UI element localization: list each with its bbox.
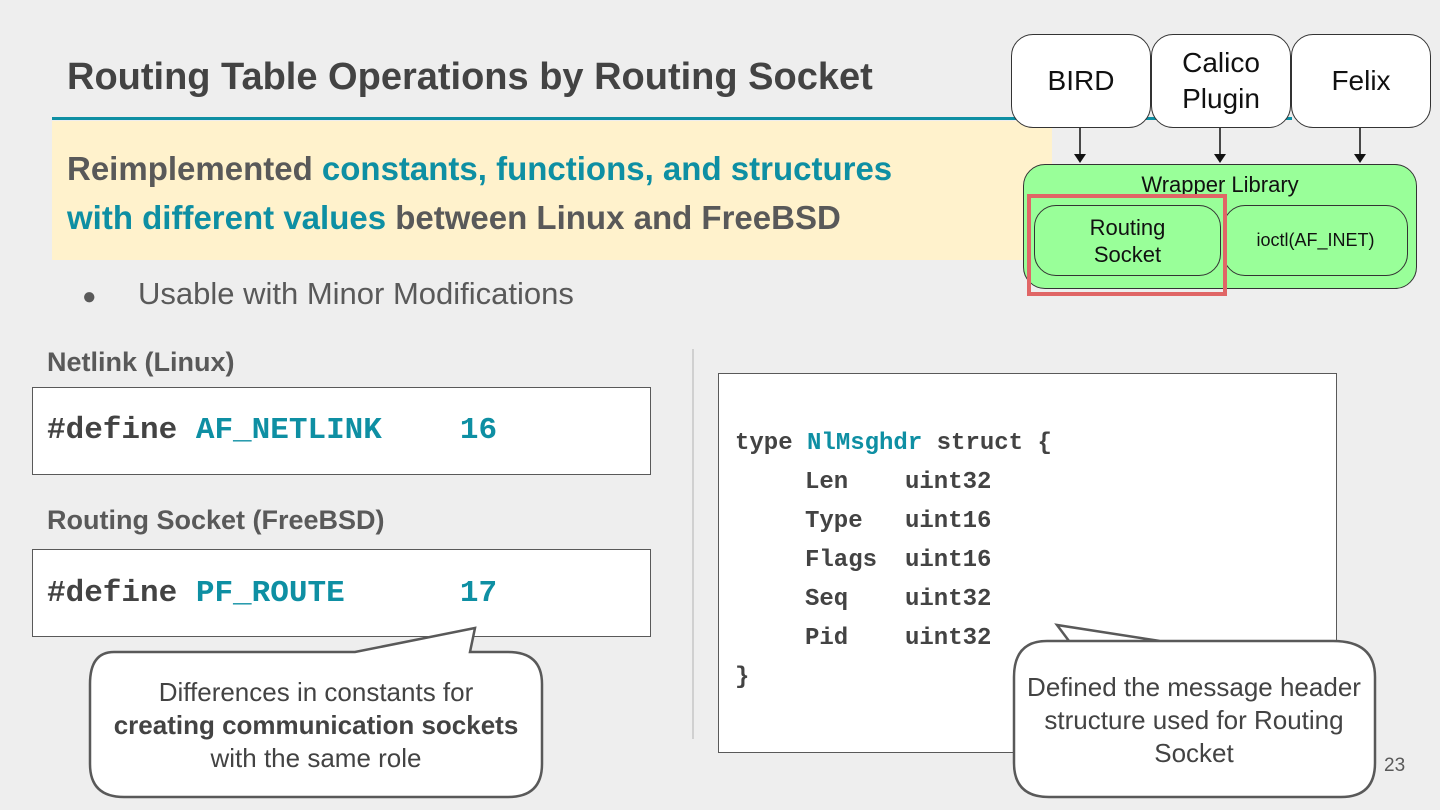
routing-socket-constant: PF_ROUTE	[195, 576, 345, 611]
diagram-routing-socket-label: Routing Socket	[1089, 214, 1166, 267]
diagram-box-felix: Felix	[1291, 34, 1431, 128]
struct-field: Len uint32	[805, 469, 991, 496]
struct-field-type: uint16	[905, 547, 992, 574]
highlight-text: Reimplemented constants, functions, and …	[67, 144, 892, 242]
callout-left-bubble	[88, 626, 544, 799]
struct-keyword-struct: struct {	[936, 430, 1052, 457]
diagram-box-bird: BIRD	[1011, 34, 1151, 128]
routing-socket-code-line: #define PF_ROUTE 17	[47, 576, 497, 611]
diagram-box-calico-plugin: Calico Plugin	[1151, 34, 1291, 128]
callout-left-line1: Differences in constants for	[158, 677, 474, 707]
diagram-arrows	[1074, 126, 1366, 163]
routing-socket-highlight-frame	[1027, 194, 1227, 296]
struct-field-name: Seq	[805, 586, 849, 613]
netlink-code-line: #define AF_NETLINK 16	[47, 413, 497, 448]
highlight-part2: constants, functions, and structures	[321, 150, 893, 187]
wrapper-library-label: Wrapper Library	[1141, 172, 1299, 197]
diagram-ioctl-box: ioctl(AF_INET)	[1223, 205, 1408, 276]
struct-field-name: Len	[805, 469, 849, 496]
bullet-dot-icon: ●	[82, 283, 97, 310]
diagram-routing-socket-box: Routing Socket	[1034, 205, 1221, 276]
highlight-part1: Reimplemented	[67, 150, 322, 187]
highlight-part4: between Linux and FreeBSD	[386, 199, 841, 236]
callout-left-rest: with the same role	[210, 743, 422, 773]
netlink-value: 16	[459, 413, 498, 448]
routing-socket-code-box: #define PF_ROUTE 17	[32, 549, 651, 637]
struct-field-type: uint32	[905, 586, 992, 613]
slide-title: Routing Table Operations by Routing Sock…	[67, 56, 873, 98]
struct-field-type: uint16	[905, 508, 992, 535]
struct-name: NlMsghdr	[807, 430, 923, 457]
struct-close-brace: }	[735, 664, 750, 691]
callout-right-bubble	[1012, 623, 1377, 799]
netlink-constant: AF_NETLINK	[195, 413, 382, 448]
struct-field-type: uint32	[905, 469, 992, 496]
column-divider	[692, 349, 694, 739]
routing-socket-keyword: #define	[47, 576, 178, 611]
struct-field-name: Pid	[805, 625, 849, 652]
highlight-banner	[52, 121, 1052, 260]
highlight-part3: with different values	[67, 199, 387, 236]
callout-left-text: Differences in constants for creating co…	[98, 676, 534, 775]
title-underline	[52, 117, 1292, 120]
routing-socket-label: Routing Socket (FreeBSD)	[47, 505, 385, 535]
bullet-text: Usable with Minor Modifications	[138, 276, 574, 311]
struct-field-name: Type	[805, 508, 863, 535]
struct-field: Flags uint16	[805, 547, 991, 574]
struct-field: Type uint16	[805, 508, 991, 535]
callout-right-text: Defined the message header structure use…	[1027, 672, 1361, 768]
struct-keyword-type: type	[735, 430, 793, 457]
netlink-keyword: #define	[47, 413, 178, 448]
diagram-box-calico-label: Calico Plugin	[1182, 47, 1260, 114]
bullet-item: ● Usable with Minor Modifications	[82, 276, 574, 312]
routing-socket-value: 17	[459, 576, 498, 611]
struct-field: Pid uint32	[805, 625, 991, 652]
struct-header-line: type NlMsghdr struct {	[735, 430, 1052, 457]
struct-field: Seq uint32	[805, 586, 991, 613]
netlink-code-box: #define AF_NETLINK 16	[32, 387, 651, 475]
callout-left-bold: creating communication sockets	[113, 710, 519, 740]
struct-field-name: Flags	[805, 547, 878, 574]
page-number: 23	[1384, 755, 1406, 776]
struct-field-type: uint32	[905, 625, 992, 652]
netlink-label: Netlink (Linux)	[47, 347, 235, 377]
